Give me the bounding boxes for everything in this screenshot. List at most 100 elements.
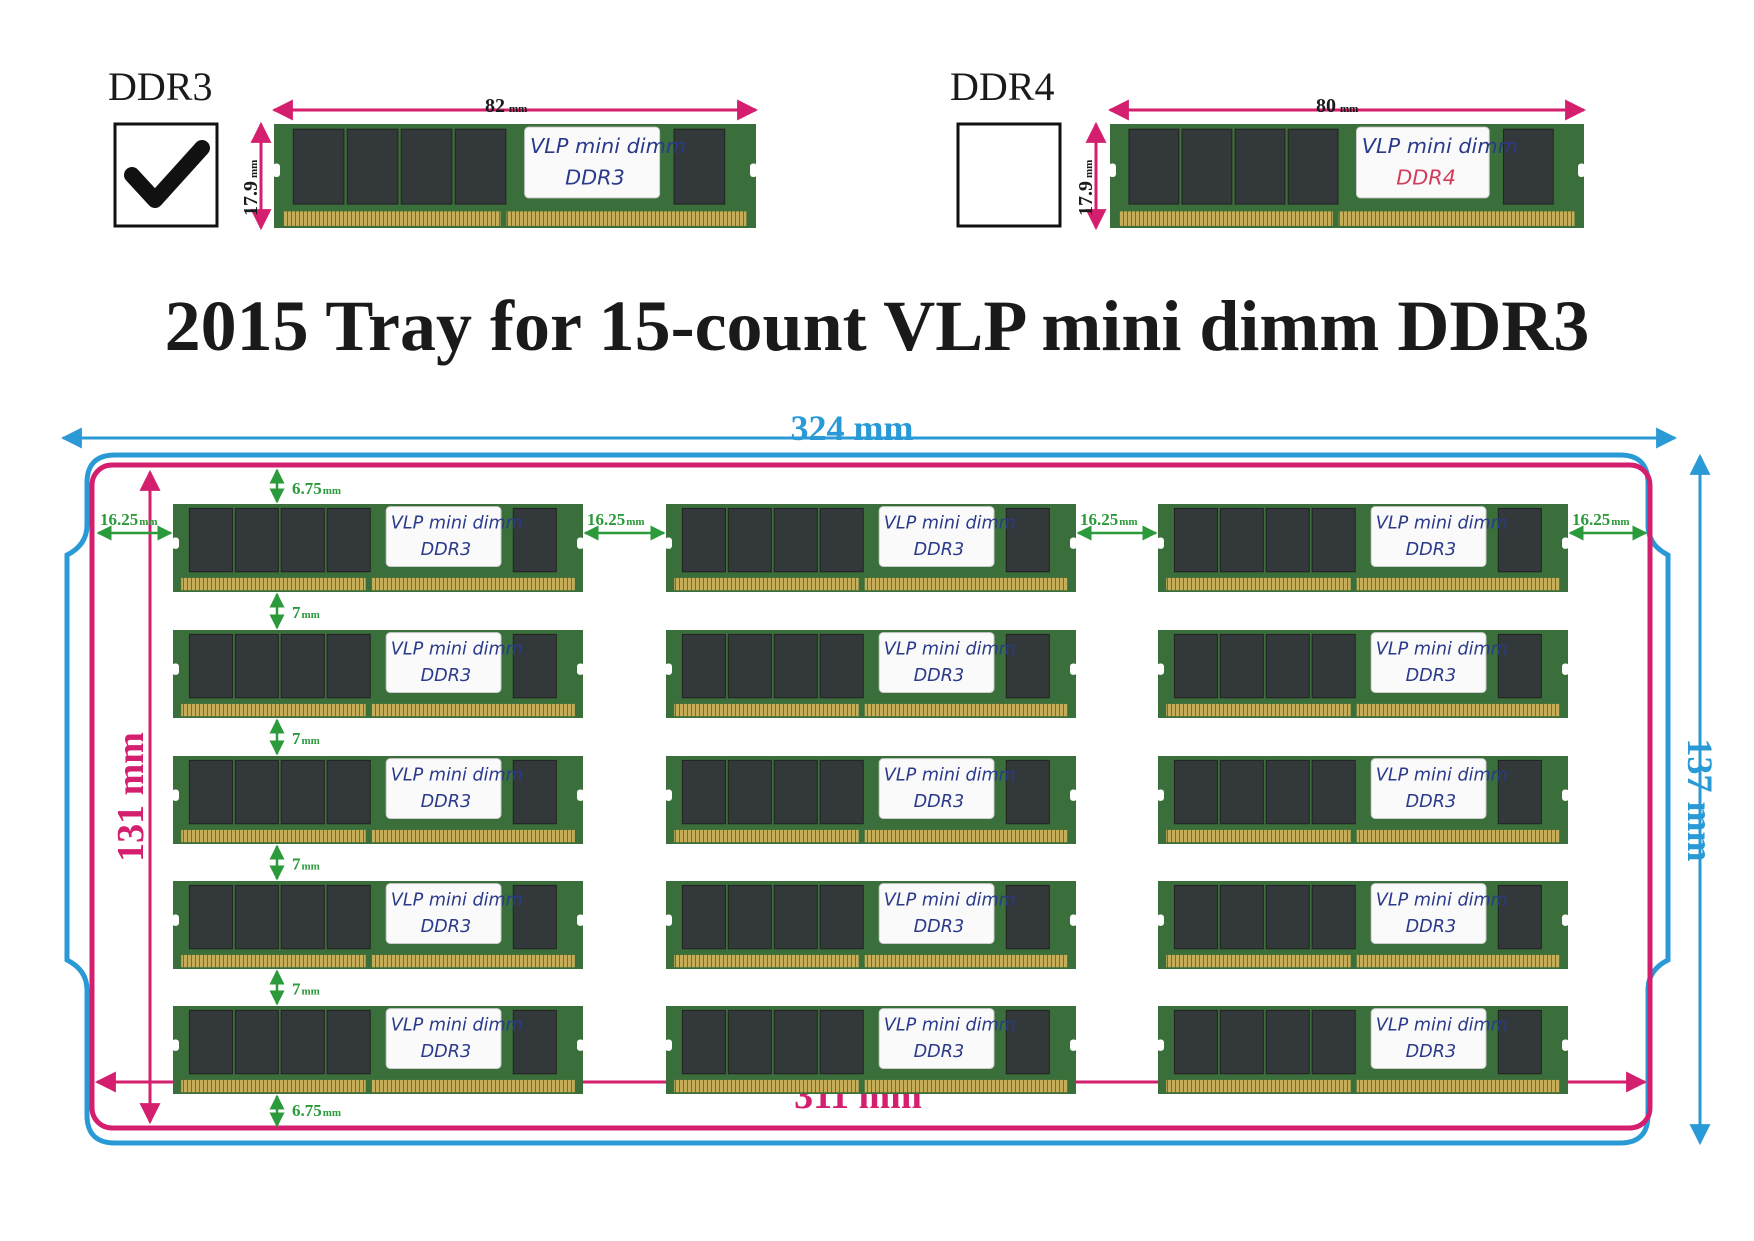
memory-chip <box>326 884 371 950</box>
sticker-line-1: VLP mini dimm <box>884 514 1016 534</box>
memory-chip <box>727 759 772 825</box>
memory-chip <box>280 1009 325 1075</box>
memory-chip <box>681 884 726 950</box>
side-gap-label: 16.25mm <box>587 510 645 529</box>
gold-contacts <box>1166 954 1351 968</box>
memory-chip <box>1219 633 1264 699</box>
memory-chip <box>292 128 345 205</box>
memory-chip <box>1234 128 1286 205</box>
memory-chip <box>1502 128 1554 205</box>
gold-contacts <box>181 829 366 843</box>
memory-chip <box>346 128 399 205</box>
memory-chip <box>1219 507 1264 573</box>
memory-chip <box>727 507 772 573</box>
inner-height-label: 131 mm <box>110 732 152 862</box>
memory-chip <box>1311 1009 1356 1075</box>
memory-chip <box>681 1009 726 1075</box>
memory-chip <box>1497 759 1542 825</box>
sticker-line-2: DDR3 <box>565 165 625 189</box>
module-sticker <box>878 632 995 693</box>
memory-chip <box>1497 633 1542 699</box>
sticker-line-2: DDR3 <box>914 1042 965 1062</box>
memory-chip <box>1005 507 1050 573</box>
sticker-line-1: VLP mini dimm <box>391 891 523 911</box>
memory-chip <box>819 759 864 825</box>
gold-contacts <box>674 577 859 591</box>
bottom-gap-label: 6.75mm <box>292 1101 341 1120</box>
memory-chip <box>234 759 279 825</box>
ddr4-label: DDR4 <box>950 64 1054 109</box>
gold-contacts <box>371 829 575 843</box>
module-sticker <box>878 1008 995 1069</box>
gold-contacts <box>181 577 366 591</box>
sticker-line-2: DDR3 <box>1406 917 1457 937</box>
memory-chip <box>400 128 453 205</box>
row-gap-label: 7mm <box>292 729 320 748</box>
ddr4-height-label: 17.9mm <box>1075 160 1097 216</box>
ddr4-checkbox[interactable] <box>956 122 1062 228</box>
memory-chip <box>1311 759 1356 825</box>
memory-chip <box>326 1009 371 1075</box>
memory-chip <box>1497 507 1542 573</box>
row-gap-label: 7mm <box>292 603 320 622</box>
sticker-line-2: DDR3 <box>421 540 472 560</box>
memory-chip <box>1005 759 1050 825</box>
module-sticker <box>385 758 502 819</box>
memory-chip <box>326 507 371 573</box>
memory-chip <box>773 633 818 699</box>
sticker-line-2: DDR3 <box>914 540 965 560</box>
sticker-line-2: DDR3 <box>914 917 965 937</box>
memory-chip <box>773 884 818 950</box>
memory-chip <box>819 884 864 950</box>
ddr3-height-label: 17.9mm <box>240 160 262 216</box>
gold-contacts <box>674 829 859 843</box>
memory-chip <box>280 884 325 950</box>
sticker-line-2: DDR3 <box>1406 540 1457 560</box>
sticker-line-1: VLP mini dimm <box>530 134 686 158</box>
memory-chip <box>512 633 557 699</box>
memory-chip <box>773 507 818 573</box>
memory-chip <box>819 507 864 573</box>
module-sticker <box>1370 1008 1487 1069</box>
module-sticker <box>1370 632 1487 693</box>
sticker-line-1: VLP mini dimm <box>884 891 1016 911</box>
sticker-line-1: VLP mini dimm <box>1376 1016 1508 1036</box>
memory-chip <box>188 1009 233 1075</box>
gold-contacts <box>1166 703 1351 717</box>
memory-chip <box>727 884 772 950</box>
gold-contacts <box>1166 577 1351 591</box>
memory-chip <box>234 633 279 699</box>
gold-contacts <box>1338 211 1575 226</box>
memory-chip <box>727 633 772 699</box>
memory-chip <box>773 1009 818 1075</box>
gold-contacts <box>1356 577 1560 591</box>
module-sticker <box>385 883 502 944</box>
memory-chip <box>1497 884 1542 950</box>
memory-chip <box>234 884 279 950</box>
sticker-line-2: DDR3 <box>421 666 472 686</box>
memory-chip <box>1219 1009 1264 1075</box>
memory-chip <box>1497 1009 1542 1075</box>
gold-contacts <box>864 577 1068 591</box>
memory-chip <box>819 633 864 699</box>
memory-chip <box>280 759 325 825</box>
memory-chip <box>1311 884 1356 950</box>
memory-chip <box>1265 633 1310 699</box>
sticker-line-1: VLP mini dimm <box>1376 891 1508 911</box>
sticker-line-2: DDR4 <box>1396 165 1456 189</box>
gold-contacts <box>864 1079 1068 1093</box>
sticker-line-2: DDR3 <box>421 917 472 937</box>
memory-chip <box>326 633 371 699</box>
gold-contacts <box>371 1079 575 1093</box>
